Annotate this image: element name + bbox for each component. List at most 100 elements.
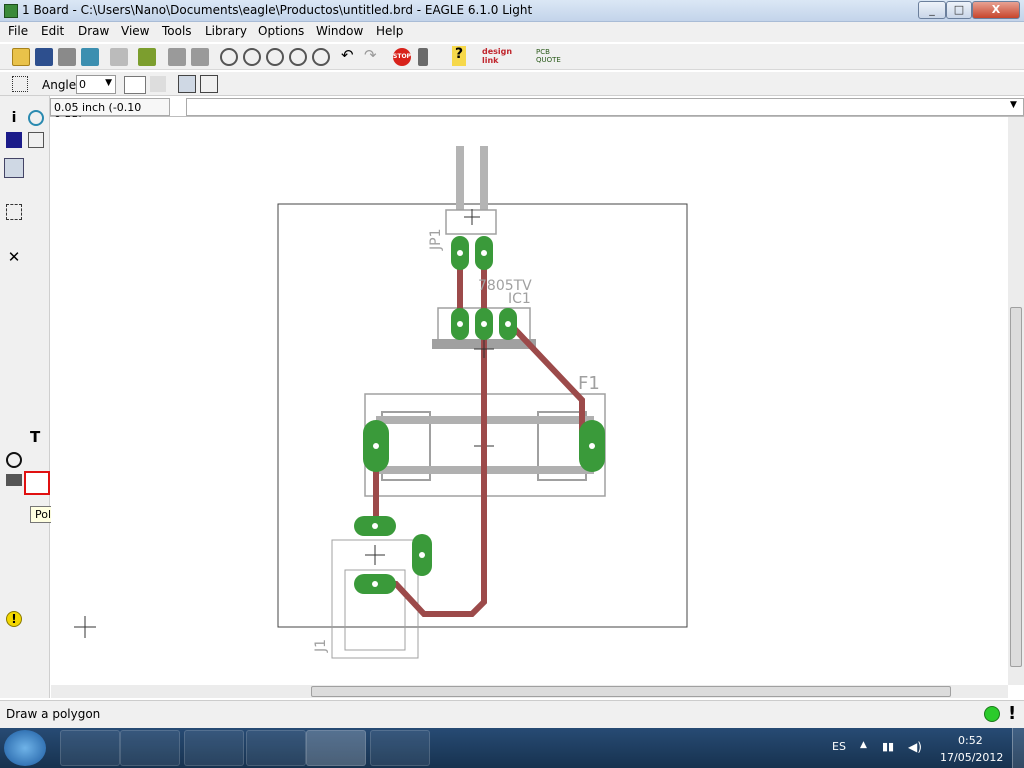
taskbar-app[interactable] xyxy=(370,730,430,766)
menu-window[interactable]: Window xyxy=(316,24,364,38)
designlink-icon[interactable]: design link xyxy=(482,47,513,65)
menu-options[interactable]: Options xyxy=(258,24,305,38)
replace-icon[interactable] xyxy=(6,270,22,286)
grid-icon[interactable] xyxy=(12,76,28,92)
optimize-icon[interactable] xyxy=(28,358,44,374)
menu-file[interactable]: File xyxy=(8,24,29,38)
zoom-out-left-icon[interactable] xyxy=(28,590,44,606)
minimize-button[interactable]: _ xyxy=(918,1,946,19)
polygon-icon[interactable] xyxy=(24,471,50,495)
autorouter-icon[interactable] xyxy=(28,568,44,584)
vertical-scroll-thumb[interactable] xyxy=(1010,307,1022,667)
menu-help[interactable]: Help xyxy=(376,24,404,38)
stop-icon[interactable]: STOP xyxy=(393,48,411,66)
maximize-button[interactable]: □ xyxy=(946,1,972,19)
via-icon[interactable] xyxy=(6,496,22,512)
clock-date[interactable]: 17/05/2012 xyxy=(940,751,1004,764)
taskbar-explorer[interactable] xyxy=(60,730,120,766)
cam-icon[interactable] xyxy=(81,48,99,66)
library-icon[interactable] xyxy=(138,48,156,66)
info-icon[interactable]: i xyxy=(11,110,17,126)
circle-icon[interactable] xyxy=(6,452,22,468)
script-icon[interactable] xyxy=(168,48,186,66)
taskbar-firefox[interactable] xyxy=(184,730,244,766)
route-icon[interactable] xyxy=(6,402,22,418)
show-icon[interactable] xyxy=(28,110,44,126)
zoom-select-icon[interactable] xyxy=(312,48,330,66)
switch-icon[interactable] xyxy=(110,48,128,66)
paste-icon[interactable] xyxy=(6,226,22,242)
group-icon[interactable] xyxy=(6,204,22,220)
move-icon[interactable] xyxy=(4,158,24,178)
undo-icon[interactable]: ↶ xyxy=(341,46,354,64)
taskbar-eagle[interactable] xyxy=(306,730,366,766)
menu-library[interactable]: Library xyxy=(205,24,247,38)
zoom-out-icon[interactable] xyxy=(266,48,284,66)
start-button[interactable] xyxy=(4,730,46,766)
add-icon[interactable] xyxy=(28,248,44,264)
tray-arrow-icon[interactable]: ▲ xyxy=(860,740,867,750)
menu-tools[interactable]: Tools xyxy=(162,24,192,38)
pcbquote-icon[interactable]: PCB QUOTE xyxy=(536,48,561,64)
align-right-icon[interactable] xyxy=(200,75,218,93)
clock-time[interactable]: 0:52 xyxy=(958,734,983,747)
volume-icon[interactable]: ◀) xyxy=(908,740,922,754)
mirror-icon[interactable] xyxy=(6,182,22,198)
lock-icon[interactable] xyxy=(6,292,22,308)
smash-icon[interactable] xyxy=(6,336,22,352)
show-desktop-button[interactable] xyxy=(1012,728,1024,768)
wire-icon[interactable] xyxy=(6,430,22,446)
name-icon[interactable] xyxy=(6,314,22,330)
chevron-down-icon[interactable]: ▼ xyxy=(1010,100,1017,110)
ripup-icon[interactable] xyxy=(28,402,44,418)
horizontal-scrollbar[interactable] xyxy=(51,685,1008,698)
drc-icon[interactable]: ! xyxy=(6,611,22,627)
hole-icon[interactable] xyxy=(6,518,22,534)
chevron-down-icon[interactable]: ▼ xyxy=(105,78,112,88)
mark-icon[interactable] xyxy=(28,132,44,148)
delete-icon[interactable]: ✕ xyxy=(7,248,21,266)
meander-icon[interactable] xyxy=(6,380,22,396)
print-icon[interactable] xyxy=(58,48,76,66)
menu-view[interactable]: View xyxy=(121,24,150,38)
zoom-fit-icon[interactable] xyxy=(220,48,238,66)
help-icon[interactable]: ? xyxy=(452,46,466,66)
go-icon[interactable] xyxy=(418,48,428,66)
change-icon[interactable] xyxy=(28,204,44,220)
taskbar-media-player[interactable] xyxy=(120,730,180,766)
rotate-icon[interactable] xyxy=(28,182,44,198)
mirror-text-icon[interactable] xyxy=(150,76,166,92)
board-drawing[interactable]: JP1 7805TV IC1 F1 J1 xyxy=(51,117,1008,685)
angle-value[interactable] xyxy=(79,76,105,92)
dimension-icon[interactable] xyxy=(6,540,22,556)
vertical-scrollbar[interactable] xyxy=(1008,117,1024,685)
angle-select[interactable]: ▼ xyxy=(76,75,116,94)
horizontal-scroll-thumb[interactable] xyxy=(311,686,951,697)
text-ratio-icon[interactable] xyxy=(124,76,146,94)
rect-icon[interactable] xyxy=(6,474,22,486)
miter-icon[interactable] xyxy=(28,336,44,352)
split-icon[interactable] xyxy=(6,358,22,374)
zoom-redraw-icon[interactable] xyxy=(289,48,307,66)
arc-icon[interactable] xyxy=(28,452,44,468)
menu-draw[interactable]: Draw xyxy=(78,24,110,38)
board-canvas[interactable]: JP1 7805TV IC1 F1 J1 xyxy=(51,117,1008,685)
display-icon[interactable] xyxy=(6,132,22,148)
menu-edit[interactable]: Edit xyxy=(41,24,65,38)
zoom-in-icon[interactable] xyxy=(243,48,261,66)
command-line[interactable] xyxy=(186,98,1024,116)
value-icon[interactable] xyxy=(28,314,44,330)
copy-icon[interactable] xyxy=(28,160,44,176)
network-icon[interactable]: ▮▮ xyxy=(882,740,895,753)
save-icon[interactable] xyxy=(35,48,53,66)
text-icon[interactable]: T xyxy=(30,428,41,446)
ulp-icon[interactable] xyxy=(191,48,209,66)
taskbar-vlc[interactable] xyxy=(246,730,306,766)
align-left-icon[interactable] xyxy=(178,75,196,93)
zoom-select-left-icon[interactable] xyxy=(6,590,22,606)
language-indicator[interactable]: ES xyxy=(832,740,846,753)
open-icon[interactable] xyxy=(12,48,30,66)
redo-icon[interactable]: ↷ xyxy=(364,46,377,64)
stop-command-button[interactable]: ! xyxy=(1008,703,1017,724)
ratsnest-icon[interactable] xyxy=(6,568,22,584)
